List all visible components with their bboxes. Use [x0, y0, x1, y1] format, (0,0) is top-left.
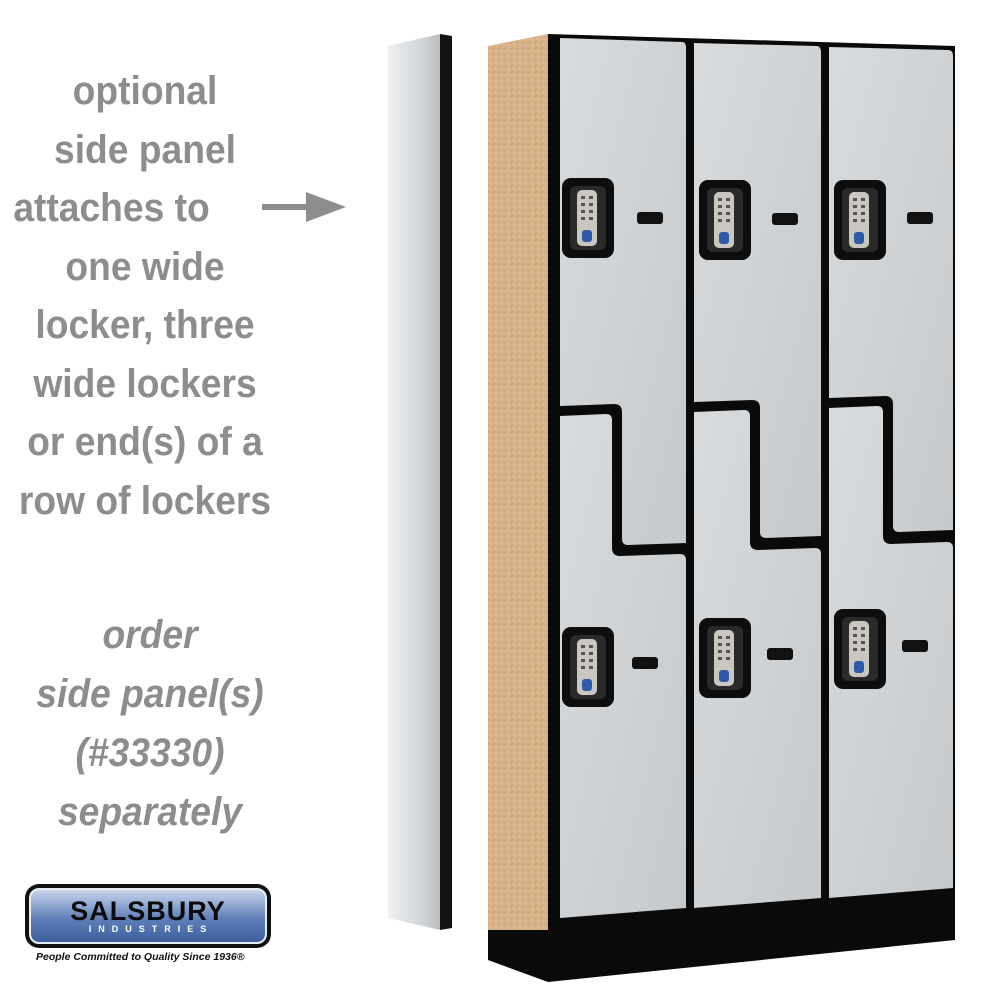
- order-line: side panel(s): [36, 672, 264, 716]
- keypad-lock-icon: [699, 180, 751, 260]
- logo-subtitle: INDUSTRIES: [88, 924, 214, 934]
- door-handle-icon: [902, 640, 928, 652]
- caption-line: wide lockers: [33, 361, 257, 406]
- salsbury-logo: SALSBURY INDUSTRIES: [25, 884, 271, 948]
- order-line: separately: [57, 790, 243, 834]
- right-arrow-icon: [262, 192, 346, 222]
- caption-line: or end(s) of a: [27, 420, 263, 464]
- locker-side: [488, 34, 548, 930]
- door-handle-icon: [907, 212, 933, 224]
- caption-line: side panel: [54, 127, 236, 172]
- logo-name: SALSBURY: [70, 896, 226, 926]
- locker-door: [560, 414, 686, 918]
- caption-line: optional: [72, 69, 218, 113]
- locker-column-1: [560, 38, 686, 918]
- locker-door: [560, 38, 686, 545]
- keypad-lock-icon: [699, 618, 751, 698]
- door-handle-icon: [637, 212, 663, 224]
- logo-badge: SALSBURY INDUSTRIES: [29, 888, 267, 944]
- keypad-lock-icon: [562, 627, 614, 707]
- caption-line: row of lockers: [18, 478, 272, 523]
- caption-line: locker, three: [35, 303, 255, 347]
- locker-column-3: [829, 47, 953, 898]
- locker-door: [829, 406, 953, 898]
- keypad-lock-icon: [834, 609, 886, 689]
- side-panel: [388, 34, 452, 930]
- order-line: (#33330): [75, 731, 225, 775]
- keypad-lock-icon: [834, 180, 886, 260]
- keypad-lock-icon: [562, 178, 614, 258]
- locker-door: [829, 47, 953, 532]
- logo-tagline: People Committed to Quality Since 1936®: [36, 951, 245, 963]
- door-handle-icon: [632, 657, 658, 669]
- caption-line: attaches to: [13, 186, 210, 230]
- locker-column-2: [694, 43, 821, 908]
- door-handle-icon: [772, 213, 798, 225]
- order-note: order side panel(s) (#33330) separately: [11, 606, 290, 842]
- caption-line: one wide: [65, 244, 225, 289]
- side-panel-caption: optional side panel attaches to one wide…: [10, 62, 280, 530]
- door-handle-icon: [767, 648, 793, 660]
- locker-door: [694, 410, 821, 908]
- order-line: order: [102, 613, 198, 657]
- locker-door: [694, 43, 821, 538]
